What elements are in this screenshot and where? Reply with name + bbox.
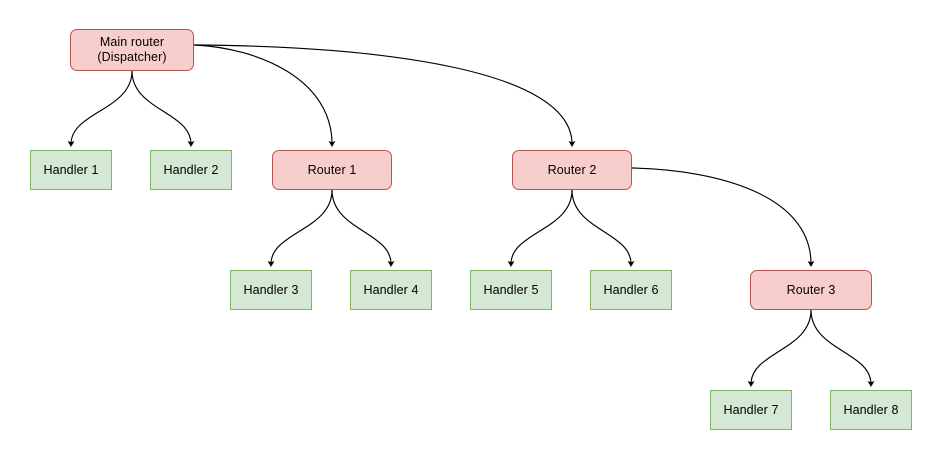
node-handler-1[interactable]: Handler 1 [30, 150, 112, 190]
node-label: Handler 3 [243, 282, 299, 297]
node-label: Router 3 [786, 282, 836, 297]
edge-router-3-to-handler-8 [810, 309, 875, 387]
edge-main-to-handler-1 [67, 70, 133, 147]
edge-router-1-to-handler-3 [267, 189, 333, 267]
node-label: Handler 2 [163, 162, 219, 177]
node-router-2[interactable]: Router 2 [512, 150, 632, 190]
edge-router-1-to-handler-4 [331, 189, 395, 267]
edge-router-3-to-handler-7 [747, 309, 812, 387]
node-handler-8[interactable]: Handler 8 [830, 390, 912, 430]
node-label: Handler 4 [363, 282, 419, 297]
node-router-1[interactable]: Router 1 [272, 150, 392, 190]
node-handler-2[interactable]: Handler 2 [150, 150, 232, 190]
edge-router-2-to-handler-6 [571, 189, 635, 267]
node-label: Handler 6 [603, 282, 659, 297]
edge-main-to-handler-2 [131, 70, 195, 147]
node-label: Router 2 [547, 162, 597, 177]
node-main-router[interactable]: Main router (Dispatcher) [70, 29, 194, 71]
node-label: Main router (Dispatcher) [97, 35, 167, 64]
node-handler-6[interactable]: Handler 6 [590, 270, 672, 310]
node-handler-3[interactable]: Handler 3 [230, 270, 312, 310]
node-handler-4[interactable]: Handler 4 [350, 270, 432, 310]
edge-router-2-to-handler-5 [507, 189, 573, 267]
node-router-3[interactable]: Router 3 [750, 270, 872, 310]
edge-main-to-router-2 [193, 44, 576, 147]
node-label: Handler 1 [43, 162, 99, 177]
edge-main-to-router-1 [193, 44, 336, 147]
edge-router-2-to-router-3 [631, 167, 815, 267]
node-handler-7[interactable]: Handler 7 [710, 390, 792, 430]
node-label: Router 1 [307, 162, 357, 177]
node-label: Handler 8 [843, 402, 899, 417]
node-label: Handler 5 [483, 282, 539, 297]
node-label: Handler 7 [723, 402, 779, 417]
node-handler-5[interactable]: Handler 5 [470, 270, 552, 310]
